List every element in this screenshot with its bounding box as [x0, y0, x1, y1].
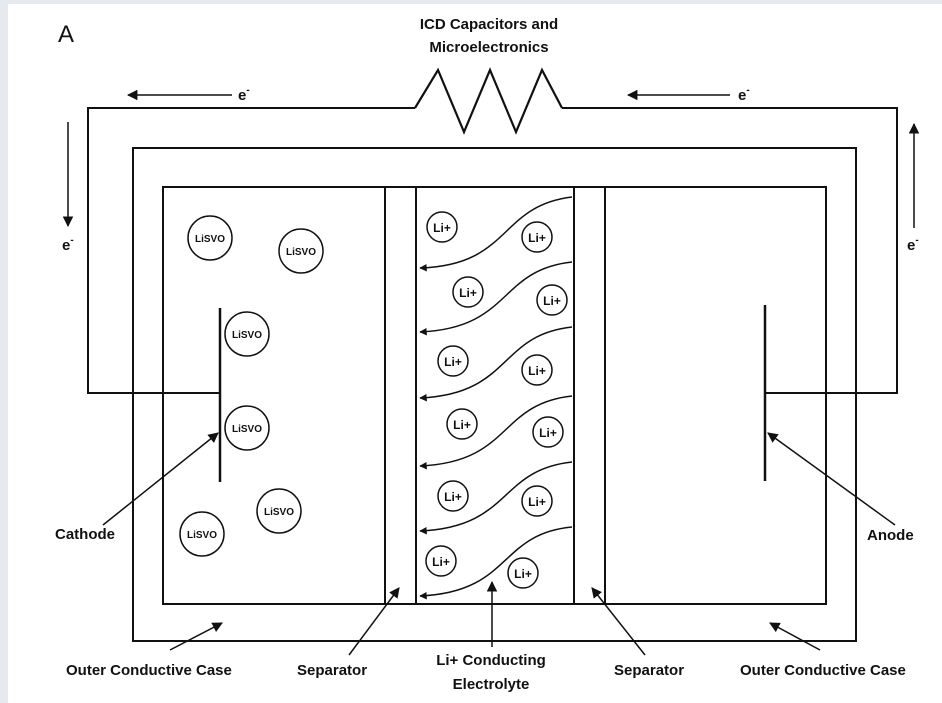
lithium-ion: Li+	[437, 480, 469, 512]
lithium-ion: Li+	[437, 345, 469, 377]
svg-text:LiSVO: LiSVO	[195, 234, 225, 245]
svg-text:LiSVO: LiSVO	[286, 247, 316, 258]
frame-border-top	[0, 0, 942, 4]
icd-label-line1: ICD Capacitors and	[420, 16, 558, 33]
anode-label: Anode	[867, 527, 914, 544]
separator-label-right: Separator	[614, 662, 684, 679]
li-ion-migration-path	[419, 526, 573, 600]
lithium-ion: Li+	[426, 211, 458, 243]
svg-text:Li+: Li+	[453, 418, 471, 432]
lisvo-particle: LiSVO	[256, 488, 302, 534]
lisvo-particle: LiSVO	[224, 405, 270, 451]
li-ion-migration-path	[419, 395, 573, 470]
lithium-ion: Li+	[536, 284, 568, 316]
lisvo-particle: LiSVO	[224, 311, 270, 357]
circuit-wire-left	[87, 107, 415, 394]
svg-text:LiSVO: LiSVO	[232, 330, 262, 341]
outer-case-leader-arrow-right	[769, 622, 821, 651]
svg-text:Li+: Li+	[459, 286, 477, 300]
cathode-leader-arrow	[102, 432, 219, 526]
electron-label-right: e-	[907, 235, 919, 254]
svg-text:Li+: Li+	[514, 567, 532, 581]
lisvo-particle: LiSVO	[187, 215, 233, 261]
electrolyte-label-line2: Electrolyte	[453, 676, 530, 693]
svg-text:LiSVO: LiSVO	[187, 530, 217, 541]
svg-text:Li+: Li+	[444, 490, 462, 504]
svg-text:Li+: Li+	[433, 221, 451, 235]
icd-label-line2: Microelectronics	[429, 39, 548, 56]
outer-case-label-left: Outer Conductive Case	[66, 662, 232, 679]
electron-label-top-right: e-	[738, 85, 750, 104]
outer-case-leader-arrow-left	[169, 622, 223, 651]
svg-text:Li+: Li+	[543, 294, 561, 308]
lithium-ion: Li+	[521, 221, 553, 253]
lithium-ion: Li+	[521, 485, 553, 517]
svg-text:LiSVO: LiSVO	[232, 424, 262, 435]
lithium-ion: Li+	[532, 416, 564, 448]
svg-text:Li+: Li+	[528, 364, 546, 378]
lithium-ion: Li+	[452, 276, 484, 308]
frame-border-left	[0, 0, 8, 703]
lisvo-particle: LiSVO	[278, 228, 324, 274]
lithium-ion: Li+	[425, 545, 457, 577]
electron-label-top-left: e-	[238, 85, 250, 104]
separator-label-left: Separator	[297, 662, 367, 679]
panel-letter: A	[58, 21, 74, 48]
circuit-wire-right	[562, 107, 898, 394]
separator-leader-arrow-right	[591, 587, 646, 656]
outer-case-label-right: Outer Conductive Case	[740, 662, 906, 679]
lithium-ion: Li+	[521, 354, 553, 386]
inner-cell	[162, 186, 827, 605]
svg-text:Li+: Li+	[444, 355, 462, 369]
li-ion-migration-path	[419, 261, 573, 336]
lithium-ion: Li+	[507, 557, 539, 589]
electron-label-left: e-	[62, 235, 74, 254]
svg-text:Li+: Li+	[432, 555, 450, 569]
electrolyte-label-line1: Li+ Conducting	[436, 652, 546, 669]
lisvo-particle: LiSVO	[179, 511, 225, 557]
li-ion-migration-path	[419, 461, 573, 535]
li-ion-migration-path	[419, 196, 573, 272]
svg-text:Li+: Li+	[528, 495, 546, 509]
anode-leader-arrow	[767, 432, 896, 526]
svg-text:Li+: Li+	[528, 231, 546, 245]
separator-leader-arrow-left	[348, 587, 400, 656]
svg-text:LiSVO: LiSVO	[264, 507, 294, 518]
li-ion-migration-path	[419, 326, 573, 402]
cathode-label: Cathode	[55, 526, 115, 543]
resistor-symbol	[414, 67, 563, 135]
outer-conductive-case	[132, 147, 857, 642]
lithium-ion: Li+	[446, 408, 478, 440]
svg-text:Li+: Li+	[539, 426, 557, 440]
